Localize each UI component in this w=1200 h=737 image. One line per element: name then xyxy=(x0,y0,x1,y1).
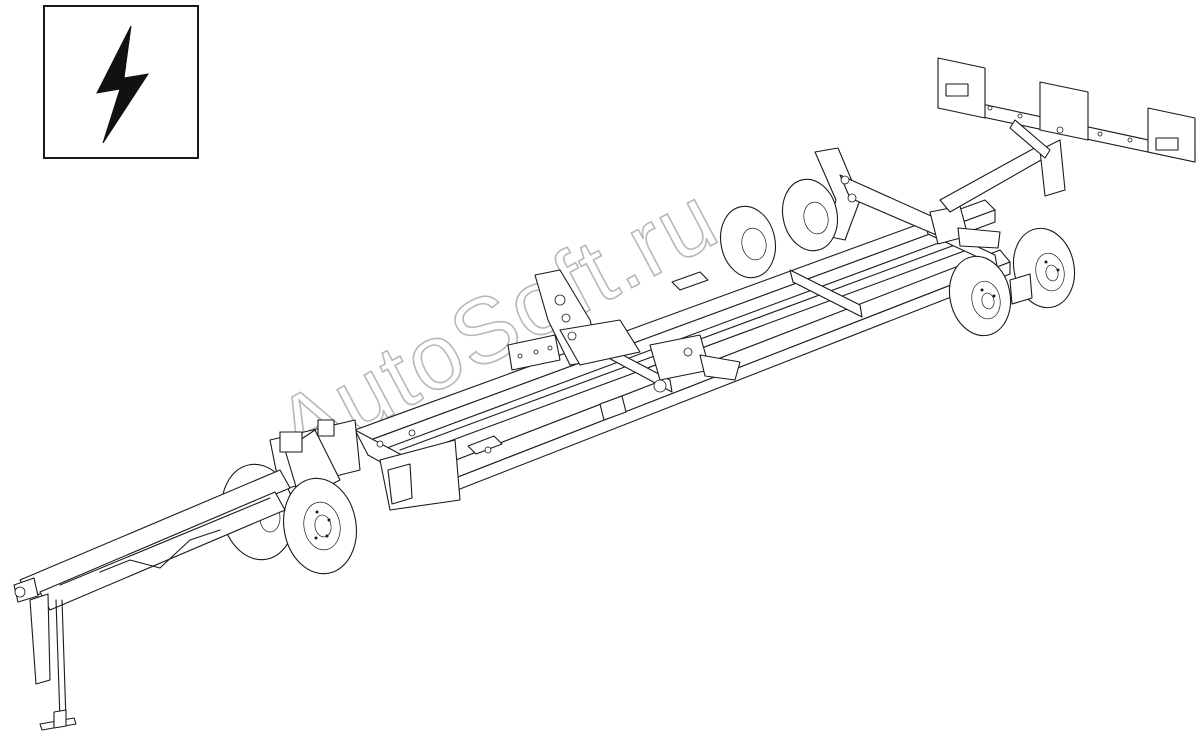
warning-symbol xyxy=(43,5,199,159)
lightning-bolt-icon xyxy=(96,25,150,144)
middle-cradle xyxy=(507,269,741,393)
tail-beam xyxy=(937,57,1196,213)
rear-cradle xyxy=(814,147,1001,249)
drawbar xyxy=(13,469,291,731)
rear-wheels xyxy=(719,178,1076,337)
